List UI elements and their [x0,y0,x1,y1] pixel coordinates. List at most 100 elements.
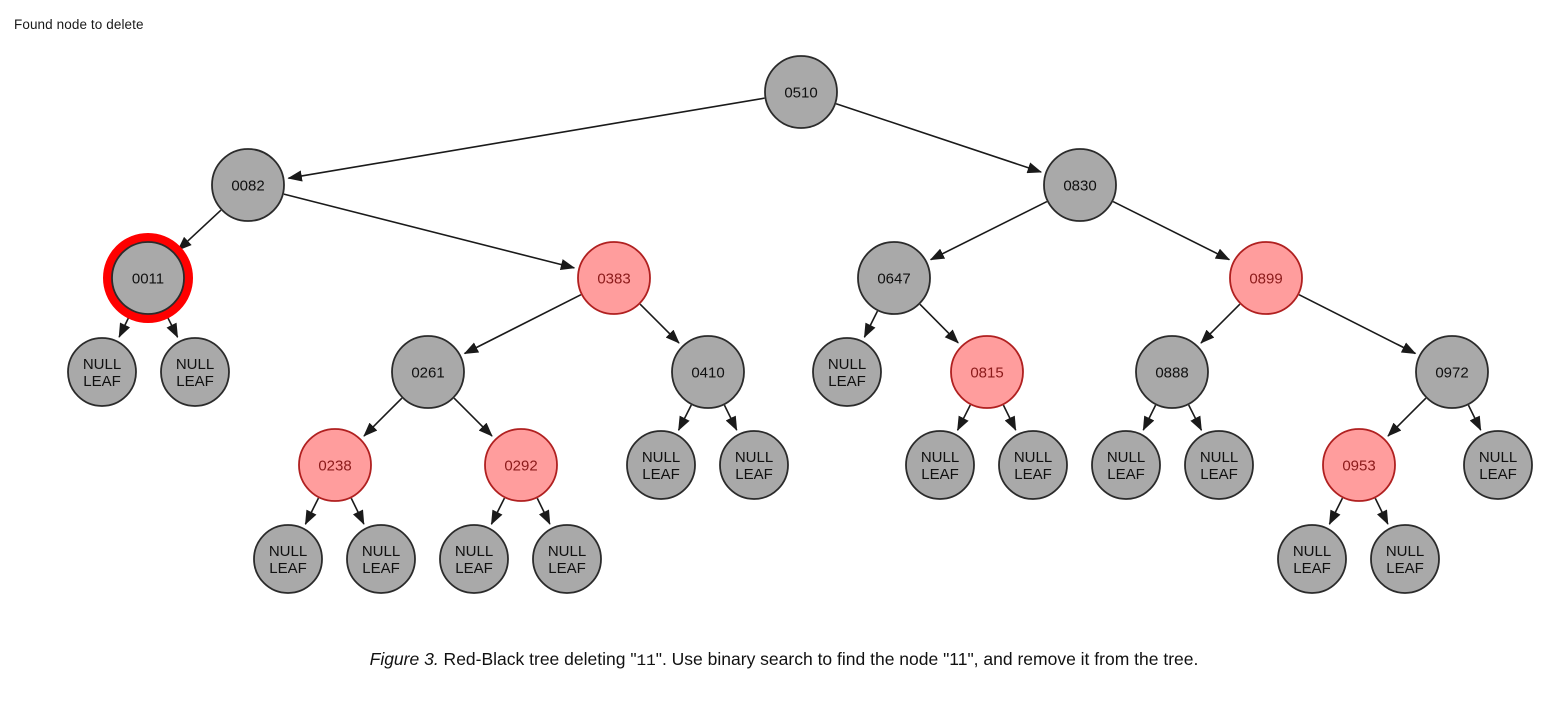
tree-edge [835,102,1043,174]
tree-node-label: 0830 [1063,178,1096,195]
tree-edge [639,303,680,344]
tree-node-0082[interactable]: 0082 [211,148,285,222]
tree-edge [463,293,582,355]
tree-edge [1467,404,1482,431]
tree-node-label: 0238 [318,458,351,475]
tree-node-label: 0292 [504,458,537,475]
tree-edge [350,497,365,525]
null-leaf-label-line1: NULL [828,356,866,373]
null-leaf-label-line1: NULL [548,543,586,560]
tree-node-0238[interactable]: 0238 [298,428,372,502]
tree-node-label: 0953 [1342,458,1375,475]
tree-edge [304,497,320,525]
null-leaf-label-line2: LEAF [269,560,307,577]
tree-node-label: 0510 [784,85,817,102]
tree-edge [1374,497,1389,525]
null-leaf-label-line2: LEAF [1014,466,1052,483]
tree-edge [1200,303,1241,344]
null-leaf-label-line1: NULL [1293,543,1331,560]
tree-edge [677,404,693,432]
caption-text-part1: Red-Black tree deleting " [438,649,637,669]
tree-node-0261[interactable]: 0261 [391,335,465,409]
tree-nodes: 0510 0082 0830 0011 0383 0647 0899 0261 0410 0815… [67,55,1533,594]
tree-node-0410[interactable]: 0410 [671,335,745,409]
null-leaf-label-line2: LEAF [455,560,493,577]
null-leaf-label-line1: NULL [1014,449,1052,466]
tree-edge [919,303,959,344]
tree-node-0383[interactable]: 0383 [577,241,651,315]
tree-node-label: 0261 [411,365,444,382]
null-leaf-label-line1: NULL [362,543,400,560]
tree-edge [177,209,222,251]
tree-node-0899[interactable]: 0899 [1229,241,1303,315]
tree-node-0292[interactable]: 0292 [484,428,558,502]
tree-edge [453,397,493,437]
tree-node-0830[interactable]: 0830 [1043,148,1117,222]
tree-highlight-rings [103,233,193,323]
null-leaf-label-line1: NULL [455,543,493,560]
status-message: Found node to delete [14,17,144,32]
tree-edge [1328,497,1344,525]
null-leaf-label-line2: LEAF [1386,560,1424,577]
null-leaf-label-line1: NULL [642,449,680,466]
tree-edge [536,497,551,525]
tree-node-label: 0383 [597,271,630,288]
tree-edge [287,97,765,182]
null-leaf-label-line2: LEAF [1479,466,1517,483]
tree-node-label: 0647 [877,271,910,288]
tree-edge [956,404,972,432]
tree-edge [1002,404,1017,431]
null-leaf-label-line2: LEAF [176,373,214,390]
null-leaf-label-line2: LEAF [83,373,121,390]
tree-node-0510[interactable]: 0510 [764,55,838,129]
caption-text-part2: ". Use binary search to find the node "1… [655,649,1199,669]
null-leaf-label-line2: LEAF [548,560,586,577]
tree-node-label: 0011 [132,271,164,288]
tree-node-0815[interactable]: 0815 [950,335,1024,409]
tree-node-label: 0899 [1249,271,1282,288]
null-leaf-label-line2: LEAF [1293,560,1331,577]
tree-node-0011[interactable]: 0011 [111,241,185,315]
null-leaf-label-line1: NULL [921,449,959,466]
tree-node-0972[interactable]: 0972 [1415,335,1489,409]
tree-node-0647[interactable]: 0647 [857,241,931,315]
tree-edge [1187,404,1203,432]
null-leaf-label-line1: NULL [1386,543,1424,560]
null-leaf-label-line1: NULL [176,356,214,373]
tree-edge [490,497,506,525]
tree-edge [1112,200,1231,261]
caption-mono-value: 11 [636,652,656,670]
null-leaf-label-line2: LEAF [828,373,866,390]
tree-node-label: 0972 [1435,365,1468,382]
tree-edge [929,200,1048,261]
null-leaf-label-line1: NULL [83,356,121,373]
tree-edge [1298,293,1417,355]
tree-node-label: 0815 [970,365,1003,382]
null-leaf-label-line2: LEAF [735,466,773,483]
figure-caption: Figure 3. Red-Black tree deleting "11". … [0,648,1568,673]
tree-node-label: 0888 [1155,365,1188,382]
tree-node-0888[interactable]: 0888 [1135,335,1209,409]
tree-edge [863,310,879,338]
tree-edge [1142,404,1157,431]
selected-node-highlight-ring [103,233,193,323]
tree-edge [283,193,576,271]
tree-node-0953[interactable]: 0953 [1322,428,1396,502]
tree-edge [723,404,738,431]
